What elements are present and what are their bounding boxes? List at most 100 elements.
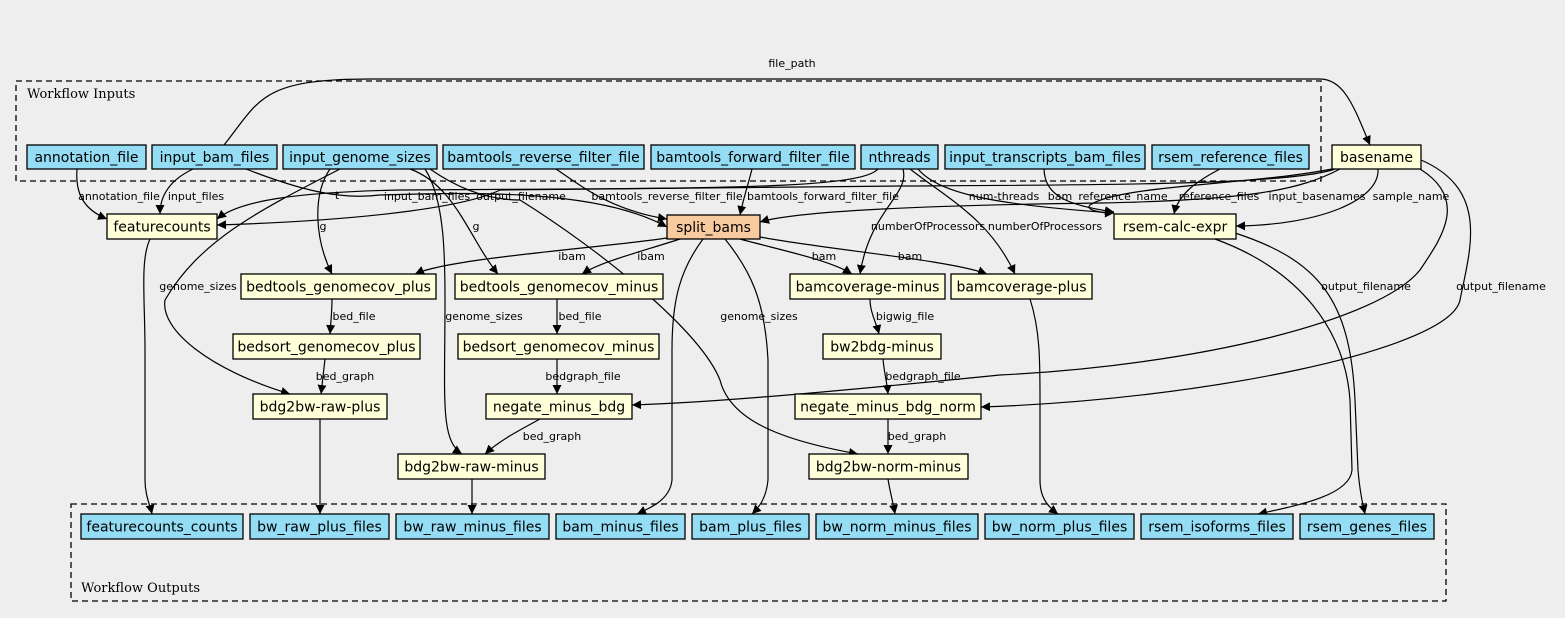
node-annotation-file[interactable]: annotation_file (26, 144, 147, 170)
node-split-bams-label: split_bams (676, 220, 751, 236)
node-input-genome-sizes-label: input_genome_sizes (289, 150, 431, 166)
edge-basename-to-negate-minus-bdg (631, 168, 1448, 410)
edge-nthreads-to-bamcoverage-minus (856, 168, 905, 275)
node-negate-minus-bdg-norm-label: negate_minus_bdg_norm (800, 400, 976, 416)
edge-split-bams-to-bamcoverage-minus (739, 238, 853, 275)
node-basename[interactable]: basename (1331, 144, 1422, 170)
node-input-genome-sizes[interactable]: input_genome_sizes (282, 144, 438, 170)
node-bam-minus-files-label: bam_minus_files (562, 520, 678, 536)
node-rsem-genes-files-label: rsem_genes_files (1307, 520, 1427, 536)
edge-split-bams-to-bam-minus-files (636, 238, 704, 515)
node-rsem-calc-expr[interactable]: rsem-calc-expr (1113, 213, 1237, 240)
edge-label-bed-graph: bed_graph (888, 430, 946, 443)
edge-bamtools-reverse-filter-file-to-split-bams (555, 168, 668, 223)
edge-label-input-bam-files: input_bam_files (384, 190, 470, 203)
node-rsem-genes-files[interactable]: rsem_genes_files (1299, 513, 1435, 540)
node-nthreads[interactable]: nthreads (860, 144, 939, 170)
edge-label-bed-graph: bed_graph (316, 370, 374, 383)
edge-label-bigwig-file: bigwig_file (876, 310, 935, 323)
edge-split-bams-to-bedtools-genomecov-minus (581, 238, 681, 275)
edge-label-bed-file: bed_file (333, 310, 376, 323)
node-featurecounts-box (106, 213, 218, 240)
node-bedtools-genomecov-plus-label: bedtools_genomecov_plus (246, 280, 431, 296)
edge-label-output-filename: output_filename (1456, 280, 1546, 293)
node-bedsort-genomecov-minus[interactable]: bedsort_genomecov_minus (457, 333, 660, 360)
node-bedtools-genomecov-plus[interactable]: bedtools_genomecov_plus (240, 273, 437, 300)
node-nthreads-label: nthreads (868, 150, 930, 166)
edge-label-genome-sizes: genome_sizes (159, 280, 237, 293)
cluster-inputs-label: Workflow Inputs (27, 87, 135, 102)
node-bw-norm-minus-files-box (815, 513, 979, 540)
node-bdg2bw-raw-plus-label: bdg2bw-raw-plus (260, 400, 381, 416)
node-bw2bdg-minus-label: bw2bdg-minus (830, 340, 934, 356)
cluster-inputs (15, 80, 1322, 182)
edge-rsem-calc-expr-to-rsem-isoforms-files (1214, 238, 1353, 517)
node-bw-norm-minus-files[interactable]: bw_norm_minus_files (815, 513, 979, 540)
edge-label-bedgraph-file: bedgraph_file (885, 370, 960, 383)
node-bedsort-genomecov-plus-label: bedsort_genomecov_plus (237, 340, 415, 356)
edge-label-bam: bam (812, 250, 836, 263)
node-negate-minus-bdg[interactable]: negate_minus_bdg (485, 393, 633, 420)
edge-basename-to-negate-minus-bdg-norm (980, 159, 1472, 412)
edge-label-output-filename: output_filename (476, 190, 566, 203)
edge-label-reference-files: reference_files (1179, 190, 1260, 203)
node-bedsort-genomecov-plus[interactable]: bedsort_genomecov_plus (232, 333, 421, 360)
node-bdg2bw-norm-minus[interactable]: bdg2bw-norm-minus (808, 453, 969, 480)
node-bdg2bw-raw-minus[interactable]: bdg2bw-raw-minus (397, 453, 546, 480)
edge-label-annotation-file: annotation_file (78, 190, 160, 203)
node-negate-minus-bdg-norm[interactable]: negate_minus_bdg_norm (794, 393, 982, 420)
node-bw-norm-plus-files-label: bw_norm_plus_files (992, 520, 1127, 536)
node-bamcoverage-minus[interactable]: bamcoverage-minus (789, 273, 946, 300)
node-bw-raw-minus-files[interactable]: bw_raw_minus_files (395, 513, 550, 540)
node-featurecounts-counts[interactable]: featurecounts_counts (80, 513, 244, 540)
edge-label-bamtools-forward-filter-file: bamtools_forward_filter_file (747, 190, 899, 203)
node-bamcoverage-plus[interactable]: bamcoverage-plus (950, 273, 1093, 300)
node-bamtools-forward-filter-file-label: bamtools_forward_filter_file (656, 150, 849, 166)
edge-negate-minus-bdg-to-bdg2bw-raw-minus (484, 418, 541, 455)
node-bamtools-reverse-filter-file[interactable]: bamtools_reverse_filter_file (442, 144, 645, 170)
edge-label-bed-file: bed_file (559, 310, 602, 323)
edge-nthreads-to-rsem-calc-expr (917, 168, 1115, 217)
node-rsem-calc-expr-label: rsem-calc-expr (1123, 220, 1228, 236)
node-bw-raw-minus-files-label: bw_raw_minus_files (403, 520, 541, 536)
node-input-bam-files[interactable]: input_bam_files (151, 144, 278, 170)
edge-input-genome-sizes-to-bdg2bw-raw-plus (164, 168, 341, 396)
edge-label-num-threads: num-threads (969, 190, 1040, 203)
node-bw-norm-plus-files-box (984, 513, 1135, 540)
edge-label-input-basenames: input_basenames (1269, 190, 1366, 203)
node-input-genome-sizes-box (282, 144, 438, 170)
node-rsem-reference-files[interactable]: rsem_reference_files (1151, 144, 1310, 170)
edge-bedsort-genomecov-plus-to-bdg2bw-raw-plus (317, 358, 327, 395)
node-rsem-isoforms-files[interactable]: rsem_isoforms_files (1140, 513, 1294, 540)
node-bw-norm-plus-files[interactable]: bw_norm_plus_files (984, 513, 1135, 540)
node-rsem-reference-files-box (1151, 144, 1310, 170)
node-input-transcripts-bam-files[interactable]: input_transcripts_bam_files (944, 144, 1146, 170)
edge-input-genome-sizes-to-bedtools-genomecov-plus (317, 168, 333, 275)
node-split-bams[interactable]: split_bams (666, 214, 761, 240)
node-bam-minus-files[interactable]: bam_minus_files (555, 513, 686, 540)
node-bam-plus-files[interactable]: bam_plus_files (691, 513, 810, 540)
edge-bdg2bw-norm-minus-to-bw-norm-minus-files (887, 478, 898, 515)
node-bw2bdg-minus[interactable]: bw2bdg-minus (822, 333, 942, 360)
node-bedtools-genomecov-minus-box (454, 273, 664, 300)
node-rsem-isoforms-files-label: rsem_isoforms_files (1148, 520, 1286, 536)
edge-label-bedgraph-file: bedgraph_file (545, 370, 620, 383)
node-bedtools-genomecov-minus[interactable]: bedtools_genomecov_minus (454, 273, 664, 300)
edge-label-reference-name: reference_name (1078, 190, 1167, 203)
edge-label-file-path: file_path (768, 57, 815, 70)
edge-input-genome-sizes-to-bdg2bw-raw-minus (424, 168, 463, 455)
node-bw-raw-plus-files[interactable]: bw_raw_plus_files (249, 513, 390, 540)
node-bamtools-forward-filter-file[interactable]: bamtools_forward_filter_file (650, 144, 856, 170)
edge-annotation-file-to-featurecounts (76, 168, 108, 220)
edge-label-genome-sizes: genome_sizes (445, 310, 523, 323)
node-bdg2bw-raw-plus[interactable]: bdg2bw-raw-plus (252, 393, 388, 420)
node-featurecounts[interactable]: featurecounts (106, 213, 218, 240)
node-bam-minus-files-box (555, 513, 686, 540)
node-bw-raw-plus-files-label: bw_raw_plus_files (257, 520, 382, 536)
node-split-bams-box (666, 214, 761, 240)
node-bdg2bw-raw-minus-label: bdg2bw-raw-minus (404, 460, 538, 476)
node-basename-box (1331, 144, 1422, 170)
node-bamcoverage-plus-label: bamcoverage-plus (956, 280, 1086, 296)
edge-basename-to-split-bams (759, 168, 1341, 224)
node-bam-plus-files-label: bam_plus_files (699, 520, 802, 536)
